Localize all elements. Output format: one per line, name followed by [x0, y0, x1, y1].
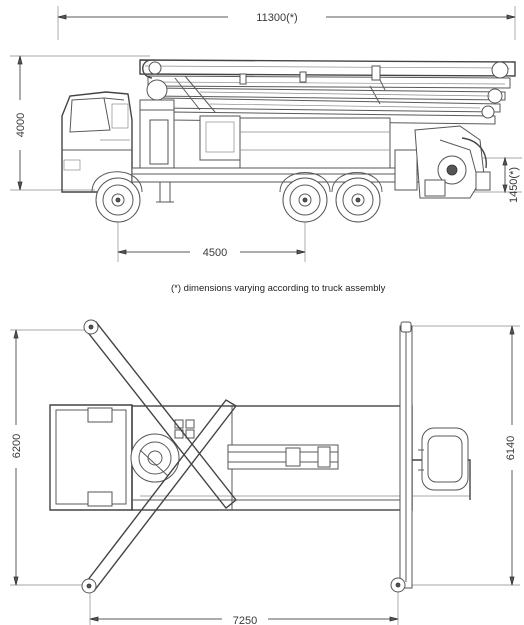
outrigger-rear-label: 6140 — [505, 436, 517, 460]
wheelbase-label: 4500 — [203, 247, 227, 259]
dimension-outrigger-front: 6200 — [10, 329, 95, 586]
side-view-truck: 11300(*) 4000 1450(*) — [10, 6, 522, 262]
dimension-note: (*) dimensions varying according to truc… — [171, 283, 386, 294]
dimension-outrigger-base: 7250 — [89, 585, 399, 625]
boom-assembly — [139, 59, 516, 125]
rear-pump-unit — [414, 125, 491, 199]
height-label: 4000 — [15, 113, 27, 137]
top-view-truck: 6200 6140 7250 — [10, 319, 520, 625]
dimension-overall-length: 11300(*) — [57, 6, 516, 40]
top-rear-hopper — [418, 427, 469, 491]
rear-outriggers — [390, 321, 413, 593]
wheel-rear-1 — [279, 172, 331, 223]
rear-height-label: 1450(*) — [508, 167, 520, 203]
dimension-height: 4000 — [10, 55, 150, 191]
overall-length-label: 11300(*) — [256, 12, 297, 24]
turret — [139, 79, 391, 171]
outrigger-base-label: 7250 — [233, 615, 257, 625]
dimension-wheelbase: 4500 — [117, 205, 306, 262]
front-outriggers — [81, 319, 238, 594]
truck-cab — [61, 91, 133, 193]
outrigger-front-label: 6200 — [11, 434, 23, 458]
dimension-outrigger-rear: 6140 — [400, 325, 520, 586]
wheel-rear-2 — [331, 172, 383, 223]
wheel-front — [91, 171, 143, 223]
